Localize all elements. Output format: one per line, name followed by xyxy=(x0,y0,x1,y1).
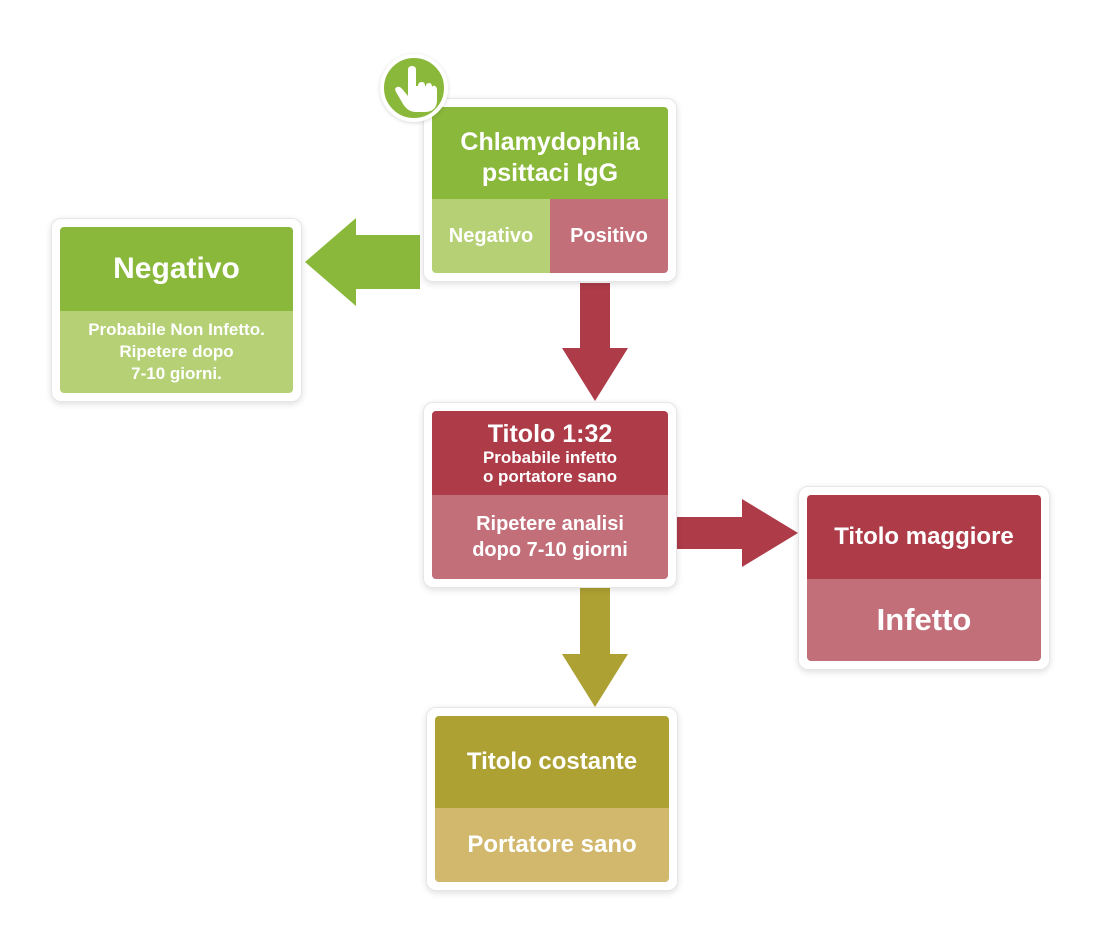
carrier-node-result: Portatore sano xyxy=(435,808,669,882)
negative-line-1: Probabile Non Infetto. xyxy=(88,320,265,339)
titer-node-header: Titolo 1:32 Probabile infetto o portator… xyxy=(432,411,668,495)
negative-line-2: Ripetere dopo xyxy=(119,342,234,361)
positive-option: Positivo xyxy=(550,199,668,273)
pointing-hand-icon xyxy=(380,54,448,122)
start-node-title: Chlamydophila psittaci IgG xyxy=(432,107,668,199)
infected-node-result: Infetto xyxy=(807,579,1041,661)
titer-subtitle-2: o portatore sano xyxy=(482,467,618,486)
start-node-title-text: Chlamydophila psittaci IgG xyxy=(460,128,640,187)
titer-action-1: Ripetere analisi xyxy=(476,513,624,535)
infected-node-title: Titolo maggiore xyxy=(807,495,1041,579)
carrier-node-title: Titolo costante xyxy=(435,716,669,808)
arrow-to-negative xyxy=(305,218,420,306)
titer-subtitle-1: Probabile infetto xyxy=(482,448,618,467)
negative-node-body: Probabile Non Infetto. Ripetere dopo 7-1… xyxy=(60,311,293,393)
titer-node: Titolo 1:32 Probabile infetto o portator… xyxy=(423,402,677,588)
arrow-to-titer xyxy=(562,283,628,401)
infected-node: Titolo maggiore Infetto xyxy=(798,486,1050,670)
negative-node-title: Negativo xyxy=(60,227,293,311)
arrow-to-carrier xyxy=(562,587,628,707)
negative-option: Negativo xyxy=(432,199,550,273)
titer-node-body: Ripetere analisi dopo 7-10 giorni xyxy=(432,495,668,579)
titer-node-title: Titolo 1:32 xyxy=(487,420,613,448)
carrier-node: Titolo costante Portatore sano xyxy=(426,707,678,891)
titer-action-2: dopo 7-10 giorni xyxy=(472,539,628,561)
arrow-to-infected xyxy=(676,499,798,567)
start-node: Chlamydophila psittaci IgG Negativo Posi… xyxy=(423,98,677,282)
negative-line-3: 7-10 giorni. xyxy=(131,364,222,383)
negative-node: Negativo Probabile Non Infetto. Ripetere… xyxy=(51,218,302,402)
